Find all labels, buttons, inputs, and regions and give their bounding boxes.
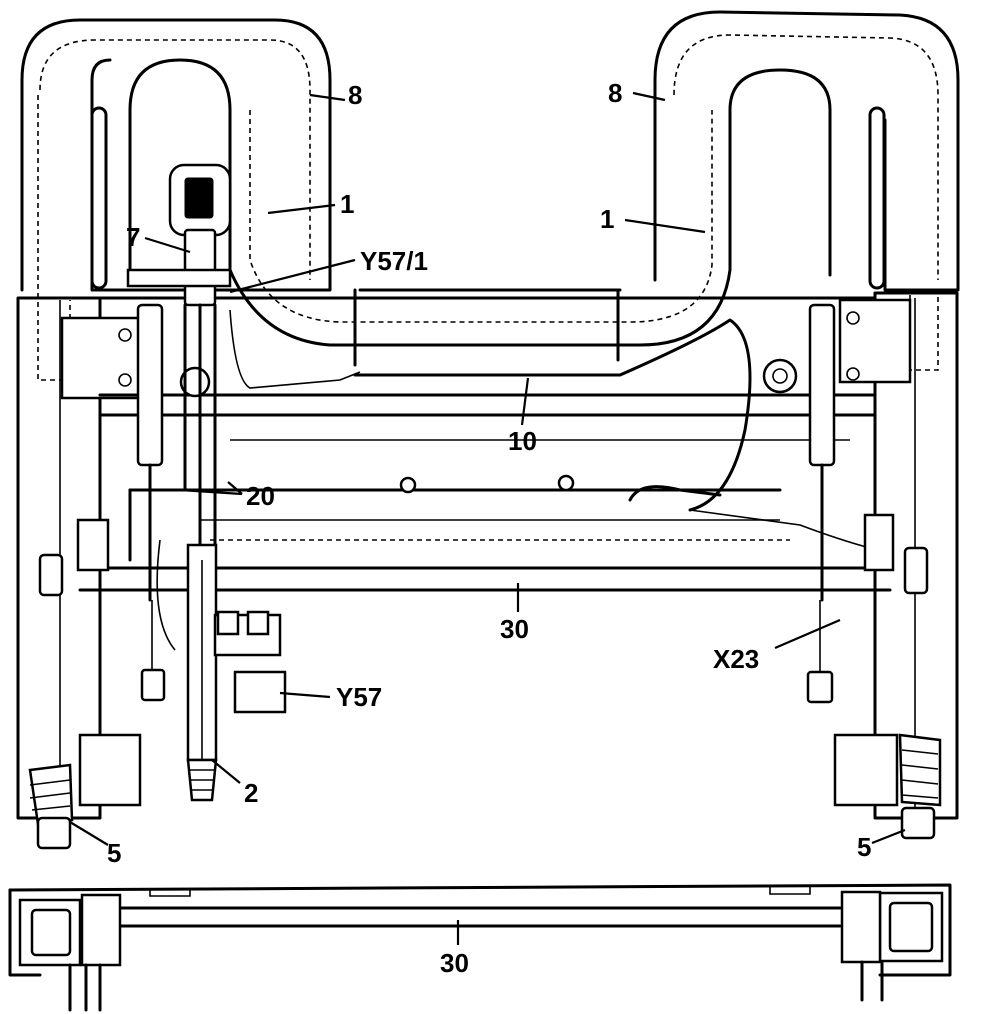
label-10: 10 — [508, 426, 537, 456]
label-7: 7 — [126, 222, 140, 252]
label-1-right: 1 — [600, 204, 614, 234]
label-y57: Y57 — [336, 682, 382, 712]
gas-spring-right — [806, 303, 836, 704]
section-view — [8, 883, 952, 1012]
right-hardware — [833, 513, 942, 840]
cylinder-2 — [186, 543, 218, 802]
gas-spring-left — [136, 303, 166, 702]
leader-lines — [69, 91, 906, 945]
valve-block-y57 — [156, 539, 287, 714]
wiring-harness — [353, 318, 871, 549]
label-8-right: 8 — [608, 78, 622, 108]
rods-20 — [183, 303, 361, 562]
callouts: 8 8 1 1 7 Y57/1 10 20 30 X23 Y57 2 5 5 3… — [107, 78, 871, 978]
center-plate — [128, 474, 790, 562]
label-20: 20 — [246, 481, 275, 511]
left-hardware — [28, 518, 142, 850]
label-30-bottom: 30 — [440, 948, 469, 978]
label-30-top: 30 — [500, 614, 529, 644]
label-5-left: 5 — [107, 838, 121, 868]
label-x23: X23 — [713, 644, 759, 674]
valve-y57-1 — [126, 163, 232, 307]
left-cushion — [20, 18, 332, 381]
right-cushion — [653, 10, 960, 371]
label-1-left: 1 — [340, 189, 354, 219]
lumbar-hose — [128, 58, 832, 367]
label-8-left: 8 — [348, 80, 362, 110]
label-2: 2 — [244, 778, 258, 808]
label-5-right: 5 — [857, 832, 871, 862]
label-y57-1: Y57/1 — [360, 246, 428, 276]
